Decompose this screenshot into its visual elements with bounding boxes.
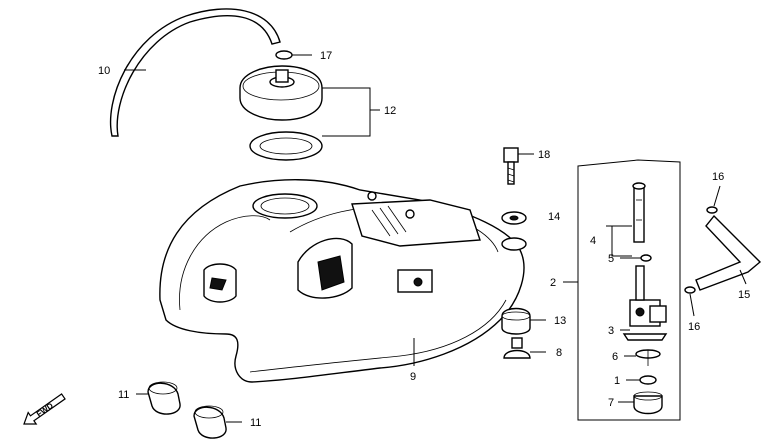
sediment-cup-7	[633, 391, 663, 415]
valve-group-frame	[577, 159, 681, 421]
callout-8: 8	[556, 347, 562, 359]
cushion-8	[503, 337, 531, 359]
callout-3: 3	[608, 325, 614, 337]
callout-13: 13	[554, 315, 566, 327]
grommet-13	[501, 307, 531, 335]
fuel-valve-3	[622, 265, 668, 341]
callout-18: 18	[538, 149, 550, 161]
breather-tube	[110, 8, 281, 137]
callout-15: 15	[738, 289, 750, 301]
fuel-cap	[239, 65, 323, 161]
gasket-6	[635, 349, 661, 366]
callout-7: 7	[608, 397, 614, 409]
clip-17	[275, 50, 293, 60]
callout-6: 6	[612, 351, 618, 363]
callout-11-left: 11	[118, 389, 129, 401]
leader-lines	[124, 54, 747, 423]
fwd-arrow-icon: FWD	[23, 393, 66, 425]
strainer-4	[632, 182, 646, 243]
clip-16-top	[706, 206, 718, 214]
callout-10: 10	[98, 65, 110, 77]
fuel-tube-15	[695, 214, 762, 291]
callout-16-top: 16	[712, 171, 724, 183]
rubber-damper-11-right	[193, 405, 227, 439]
callout-11-right: 11	[250, 417, 261, 429]
fuel-tank	[159, 179, 527, 383]
callout-5: 5	[608, 253, 614, 265]
callout-4: 4	[590, 235, 596, 247]
bolt-18	[503, 147, 519, 185]
callout-1: 1	[614, 375, 620, 387]
callout-9: 9	[410, 371, 416, 383]
callout-14: 14	[548, 211, 560, 223]
callout-16-bottom: 16	[688, 321, 700, 333]
callout-17: 17	[320, 50, 332, 62]
o-ring-1	[639, 375, 657, 385]
clip-16-bottom	[684, 286, 696, 294]
washer-14	[501, 211, 527, 225]
o-ring-5	[640, 254, 652, 262]
callout-2: 2	[550, 277, 556, 289]
callout-12: 12	[384, 105, 396, 117]
rubber-damper-11-left	[147, 381, 181, 415]
